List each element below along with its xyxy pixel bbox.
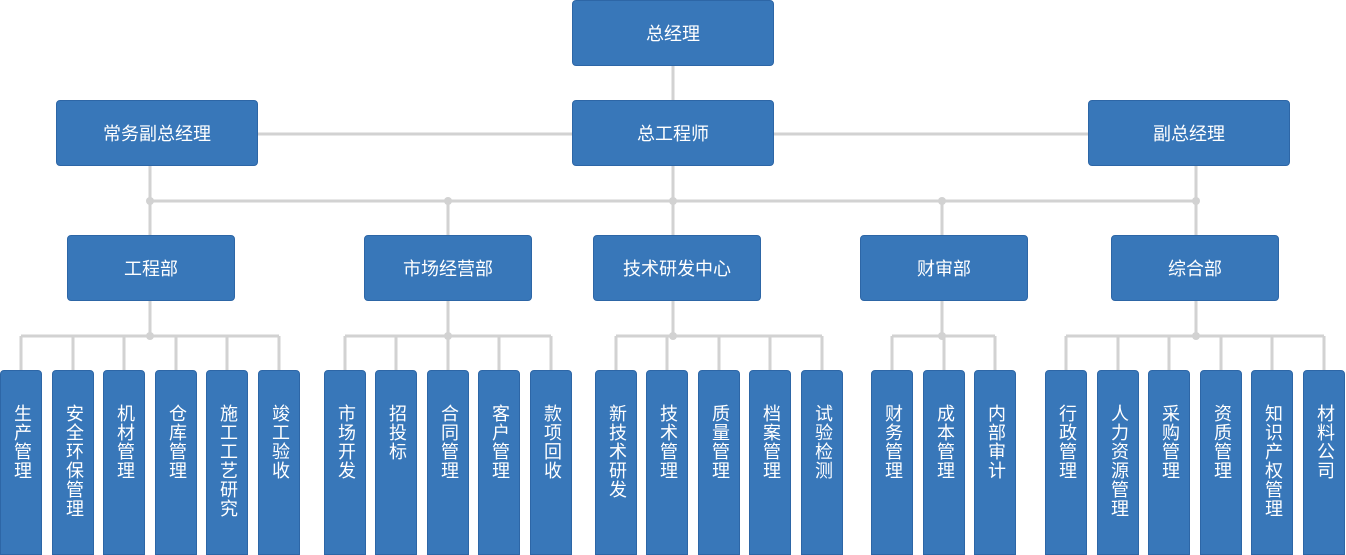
unit-label: 款项回收 [541, 404, 562, 480]
unit-box: 行政管理 [1045, 370, 1087, 555]
dept-finance-audit-box: 财审部 [860, 235, 1028, 301]
unit-label: 内部审计 [985, 404, 1006, 480]
dept-rnd-center-box: 技术研发中心 [593, 235, 761, 301]
unit-box: 生产管理 [0, 370, 42, 555]
dept-engineering-box: 工程部 [67, 235, 235, 301]
unit-box: 仓库管理 [155, 370, 197, 555]
unit-label: 竣工验收 [269, 404, 290, 480]
chief-engineer-label: 总工程师 [637, 124, 709, 145]
unit-label: 试验检测 [812, 404, 833, 480]
unit-box: 机材管理 [103, 370, 145, 555]
unit-box: 人力资源管理 [1097, 370, 1139, 555]
unit-box: 施工工艺研究 [206, 370, 248, 555]
unit-label: 采购管理 [1159, 404, 1180, 480]
unit-label: 仓库管理 [166, 404, 187, 480]
unit-label: 成本管理 [934, 404, 955, 480]
vice-president-label: 副总经理 [1153, 124, 1225, 145]
unit-label: 行政管理 [1056, 404, 1077, 480]
unit-box: 合同管理 [427, 370, 469, 555]
unit-box: 安全环保管理 [52, 370, 94, 555]
executive-vp-label: 常务副总经理 [103, 124, 211, 145]
unit-box: 市场开发 [324, 370, 366, 555]
unit-label: 资质管理 [1211, 404, 1232, 480]
unit-label: 安全环保管理 [63, 404, 84, 518]
unit-label: 客户管理 [489, 404, 510, 480]
unit-box: 招投标 [375, 370, 417, 555]
unit-label: 知识产权管理 [1262, 404, 1283, 518]
unit-box: 采购管理 [1148, 370, 1190, 555]
unit-box: 试验检测 [801, 370, 843, 555]
dept-label: 财审部 [917, 259, 971, 280]
general-manager-label: 总经理 [646, 24, 700, 45]
junction-dot [938, 197, 946, 205]
unit-box: 技术管理 [646, 370, 688, 555]
dept-general-affairs-box: 综合部 [1111, 235, 1279, 301]
unit-box: 新技术研发 [595, 370, 637, 555]
unit-box: 知识产权管理 [1251, 370, 1293, 555]
unit-box: 竣工验收 [258, 370, 300, 555]
unit-box: 质量管理 [698, 370, 740, 555]
unit-label: 新技术研发 [606, 404, 627, 499]
unit-box: 客户管理 [478, 370, 520, 555]
unit-label: 技术管理 [657, 404, 678, 480]
unit-label: 合同管理 [438, 404, 459, 480]
dept-label: 工程部 [124, 259, 178, 280]
unit-label: 人力资源管理 [1108, 404, 1129, 518]
chief-engineer-box: 总工程师 [572, 100, 774, 166]
unit-box: 材料公司 [1303, 370, 1345, 555]
junction-dot [1192, 332, 1200, 340]
unit-label: 市场开发 [335, 404, 356, 480]
unit-box: 款项回收 [530, 370, 572, 555]
junction-dot [146, 332, 154, 340]
unit-label: 施工工艺研究 [217, 404, 238, 518]
dept-label: 技术研发中心 [623, 259, 731, 280]
dept-label: 综合部 [1168, 259, 1222, 280]
unit-box: 财务管理 [871, 370, 913, 555]
dept-label: 市场经营部 [403, 259, 493, 280]
junction-dot [444, 197, 452, 205]
unit-label: 材料公司 [1314, 404, 1335, 480]
unit-label: 质量管理 [709, 404, 730, 480]
dept-marketing-box: 市场经营部 [364, 235, 532, 301]
unit-box: 内部审计 [974, 370, 1016, 555]
junction-dot [669, 197, 677, 205]
unit-box: 成本管理 [923, 370, 965, 555]
unit-label: 招投标 [386, 404, 407, 461]
junction-dot [146, 197, 154, 205]
executive-vp-box: 常务副总经理 [56, 100, 258, 166]
unit-box: 档案管理 [749, 370, 791, 555]
general-manager-box: 总经理 [572, 0, 774, 66]
unit-box: 资质管理 [1200, 370, 1242, 555]
unit-label: 财务管理 [882, 404, 903, 480]
junction-dot [669, 332, 677, 340]
unit-label: 档案管理 [760, 404, 781, 480]
junction-dot [938, 332, 946, 340]
unit-label: 生产管理 [11, 404, 32, 480]
unit-label: 机材管理 [114, 404, 135, 480]
vice-president-box: 副总经理 [1088, 100, 1290, 166]
junction-dot [444, 332, 452, 340]
junction-dot [1192, 197, 1200, 205]
